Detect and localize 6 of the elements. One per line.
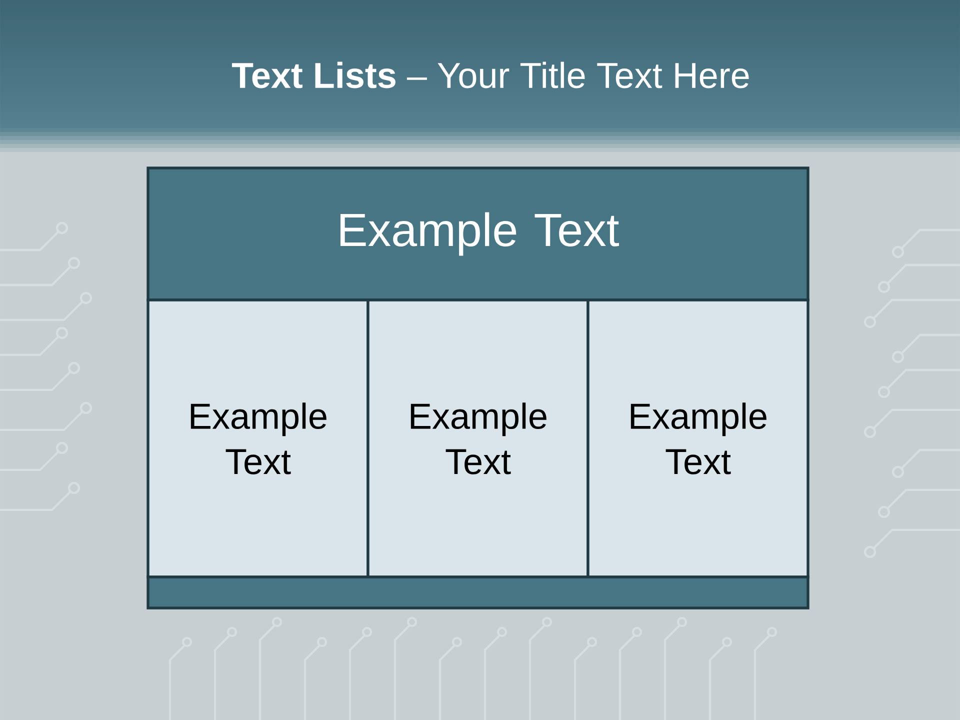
footer-bar (146, 576, 810, 610)
table-cell: Example Text (366, 298, 590, 578)
header-band: Example Text (146, 166, 810, 302)
table-cell: Example Text (586, 298, 810, 578)
title: Text Lists – Your Title Text Here (232, 62, 749, 88)
table-cell: Example Text (146, 298, 370, 578)
